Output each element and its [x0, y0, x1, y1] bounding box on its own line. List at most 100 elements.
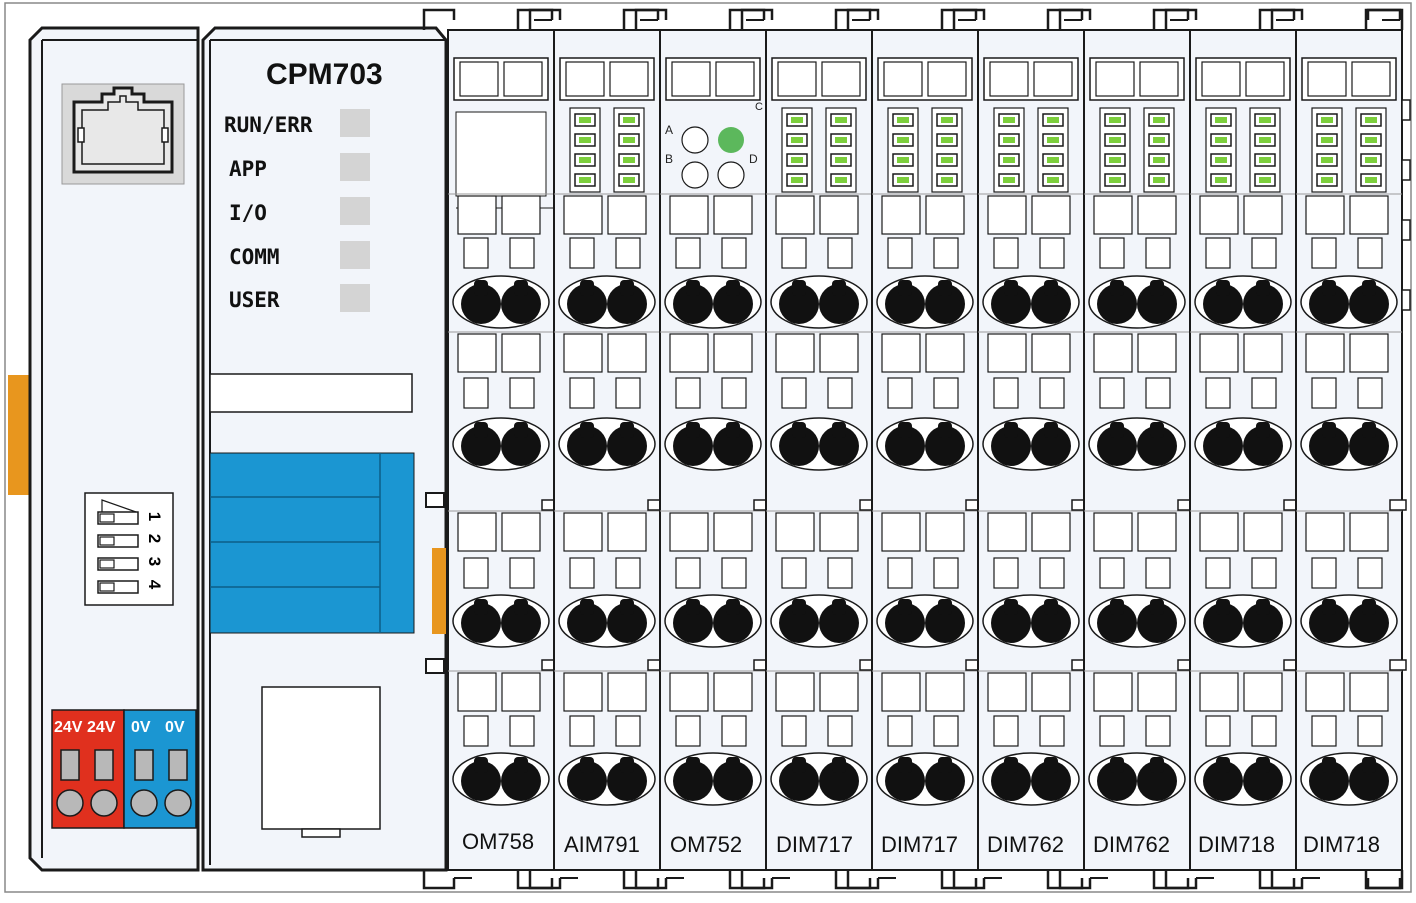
- status-led-green: [1321, 157, 1333, 163]
- status-led-green: [1321, 177, 1333, 183]
- terminal-test-point: [1349, 672, 1389, 712]
- dip-switch-slider: [99, 582, 115, 592]
- terminal-lever-icon: [567, 426, 607, 466]
- terminal-release-slot: [615, 715, 641, 747]
- module-bottom-notch: [940, 870, 978, 890]
- terminal-lever-icon: [501, 603, 541, 643]
- terminal-release-slot: [509, 715, 535, 747]
- terminal-lever-tab: [792, 599, 806, 615]
- terminal-lever-icon: [1309, 284, 1349, 324]
- status-led-green: [1259, 157, 1271, 163]
- terminal-test-point: [1031, 672, 1071, 712]
- status-led-green: [1003, 177, 1015, 183]
- status-led-2: [340, 153, 370, 181]
- module-top-notch: [1164, 8, 1198, 30]
- end-cap-notch: [1401, 289, 1411, 311]
- cpu-model-title: CPM703: [266, 58, 383, 91]
- terminal-lever-icon: [1137, 426, 1177, 466]
- terminal-test-point: [1305, 512, 1345, 552]
- terminal-lever-icon: [461, 284, 501, 324]
- terminal-lever-icon: [885, 284, 925, 324]
- module-top-bar-cell: [927, 61, 967, 97]
- terminal-lever-tab: [1044, 599, 1058, 615]
- terminal-release-slot: [1311, 237, 1337, 269]
- terminal-release-slot: [827, 237, 853, 269]
- terminal-release-slot: [1145, 237, 1171, 269]
- terminal-test-point: [925, 333, 965, 373]
- status-led-green: [1153, 157, 1165, 163]
- module-bottom-notch: [422, 870, 456, 890]
- module-bottom-notch: [634, 870, 668, 890]
- led-label-user: USER: [229, 288, 280, 312]
- terminal-test-point: [1243, 672, 1283, 712]
- terminal-lever-icon: [779, 426, 819, 466]
- terminal-lever-tab: [686, 280, 700, 296]
- terminal-lever-tab: [938, 757, 952, 773]
- terminal-release-slot: [509, 557, 535, 589]
- terminal-test-point: [607, 195, 647, 235]
- terminal-test-point: [669, 512, 709, 552]
- terminal-screw-icon: [164, 789, 192, 817]
- terminal-release-slot: [615, 557, 641, 589]
- status-led-green: [1365, 157, 1377, 163]
- terminal-test-point: [501, 333, 541, 373]
- terminal-lever-tab: [1362, 599, 1376, 615]
- terminal-test-point: [1093, 333, 1133, 373]
- terminal-lever-icon: [991, 284, 1031, 324]
- om752-label-b: B: [665, 152, 674, 166]
- status-led-green: [1003, 117, 1015, 123]
- channel-led-c: [718, 127, 744, 153]
- terminal-release-slot: [675, 557, 701, 589]
- om758-panel: [455, 111, 547, 197]
- module-side-tab: [1389, 499, 1407, 511]
- terminal-lever-icon: [713, 603, 753, 643]
- terminal-test-point: [1243, 512, 1283, 552]
- terminal-lever-icon: [1349, 761, 1389, 801]
- terminal-lever-tab: [1150, 757, 1164, 773]
- terminal-lever-icon: [713, 284, 753, 324]
- terminal-release-slot: [1039, 715, 1065, 747]
- terminal-lever-icon: [713, 426, 753, 466]
- terminal-test-point: [925, 195, 965, 235]
- terminal-lever-tab: [1256, 757, 1270, 773]
- led-label-io: I/O: [229, 201, 267, 225]
- status-led-green: [1047, 117, 1059, 123]
- end-cap-bottom-notch: [1366, 870, 1404, 890]
- terminal-test-point: [457, 195, 497, 235]
- terminal-release-slot: [569, 377, 595, 409]
- terminal-lever-icon: [607, 603, 647, 643]
- terminal-lever-icon: [819, 426, 859, 466]
- terminal-release-slot: [1251, 237, 1277, 269]
- terminal-test-point: [1031, 512, 1071, 552]
- terminal-release-slot: [675, 377, 701, 409]
- terminal-lever-icon: [1243, 426, 1283, 466]
- terminal-release-slot: [1251, 377, 1277, 409]
- terminal-lever-tab: [898, 280, 912, 296]
- module-bottom-notch: [728, 870, 766, 890]
- status-led-4: [340, 241, 370, 269]
- led-label-run-err: RUN/ERR: [224, 113, 313, 137]
- led-label-comm: COMM: [229, 245, 280, 269]
- terminal-lever-icon: [925, 284, 965, 324]
- terminal-lever-icon: [713, 761, 753, 801]
- terminal-lever-tab: [1110, 422, 1124, 438]
- module-top-bar-cell: [565, 61, 605, 97]
- terminal-lever-tab: [580, 599, 594, 615]
- module-bottom-notch: [622, 870, 660, 890]
- status-led-green: [579, 137, 591, 143]
- terminal-release-slot: [1311, 377, 1337, 409]
- terminal-test-point: [819, 672, 859, 712]
- terminal-lever-tab: [1256, 599, 1270, 615]
- om752-label-c: C: [755, 101, 763, 113]
- terminal-release-slot: [509, 237, 535, 269]
- terminal-lever-icon: [1349, 426, 1389, 466]
- terminal-release-slot: [993, 557, 1019, 589]
- label-strip: [209, 373, 413, 413]
- module-bottom-notch: [740, 870, 774, 890]
- status-led-green: [941, 117, 953, 123]
- status-led-green: [1109, 137, 1121, 143]
- terminal-lever-tab: [1322, 599, 1336, 615]
- terminal-lever-icon: [1031, 761, 1071, 801]
- terminal-test-point: [775, 512, 815, 552]
